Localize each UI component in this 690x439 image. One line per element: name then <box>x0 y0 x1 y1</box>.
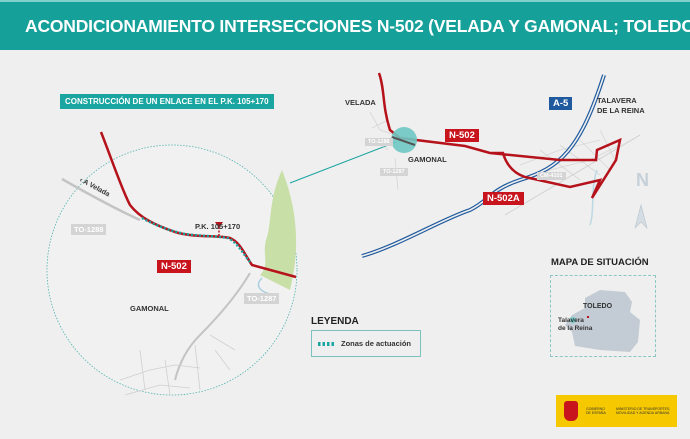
talavera-situation-label: Talavera de la Reina <box>558 317 592 333</box>
intersection-highlight <box>391 127 417 153</box>
detail-caption: CONSTRUCCIÓN DE UN ENLACE EN EL P.K. 105… <box>60 94 274 109</box>
to1288-label: TO-1288 <box>71 224 107 235</box>
coat-of-arms-icon <box>564 401 578 421</box>
talavera-dot <box>570 317 576 323</box>
situation-title: MAPA DE SITUACIÓN <box>551 257 649 268</box>
velada-label: VELADA <box>345 98 376 107</box>
n502-overview-road <box>377 72 622 199</box>
gamonal-label: GAMONAL <box>408 155 447 164</box>
situation-map-box <box>550 275 656 357</box>
green-area <box>260 170 297 290</box>
talavera-label: TALAVERA DE LA REINA <box>597 96 645 116</box>
page-title: ACONDICIONAMIENTO INTERSECCIONES N-502 (… <box>25 15 690 36</box>
pk-label: P.K. 105+170 <box>195 222 241 231</box>
legend-box: Zonas de actuación <box>311 330 421 357</box>
pk-marker-icon <box>215 222 223 228</box>
cm4101-label: CM-4101 <box>537 172 566 180</box>
legend-title: LEYENDA <box>311 316 359 327</box>
talavera-situation-line-2: de la Reina <box>558 325 593 332</box>
a5-motorway <box>361 74 605 257</box>
ministerio-text: MINISTERIO DE TRANSPORTES, MOVILIDAD Y A… <box>616 407 671 415</box>
talavera-line-2: DE LA REINA <box>597 106 645 115</box>
castilla-la-mancha-shape <box>565 290 640 352</box>
to1287-overview-label: TO-1287 <box>380 168 408 176</box>
talavera-situation-line-1: Talavera <box>558 317 584 324</box>
n502-detail-label: N-502 <box>157 260 191 273</box>
a5-label: A-5 <box>549 97 573 110</box>
header-banner: ACONDICIONAMIENTO INTERSECCIONES N-502 (… <box>0 0 690 50</box>
dotted-line-icon <box>318 341 335 346</box>
connector-line <box>289 141 397 184</box>
legend-item-label: Zonas de actuación <box>341 339 412 348</box>
north-arrow-icon <box>634 203 648 229</box>
gamonal-detail-label: GAMONAL <box>130 304 169 313</box>
n502a-label: N-502A <box>483 192 524 205</box>
toledo-dot <box>587 316 589 318</box>
north-label: N <box>636 170 649 190</box>
talavera-line-1: TALAVERA <box>597 96 637 105</box>
n502-label: N-502 <box>445 129 479 142</box>
to1287-label: TO-1287 <box>244 293 280 304</box>
action-zone <box>141 216 251 263</box>
toledo-label: TOLEDO <box>583 303 613 310</box>
government-logo: GOBIERNO DE ESPAÑA MINISTERIO DE TRANSPO… <box>556 395 677 427</box>
n502-detail-road <box>99 131 297 279</box>
to1288-overview-label: TO-1288 <box>365 138 393 146</box>
gobierno-text: GOBIERNO DE ESPAÑA <box>586 407 606 415</box>
